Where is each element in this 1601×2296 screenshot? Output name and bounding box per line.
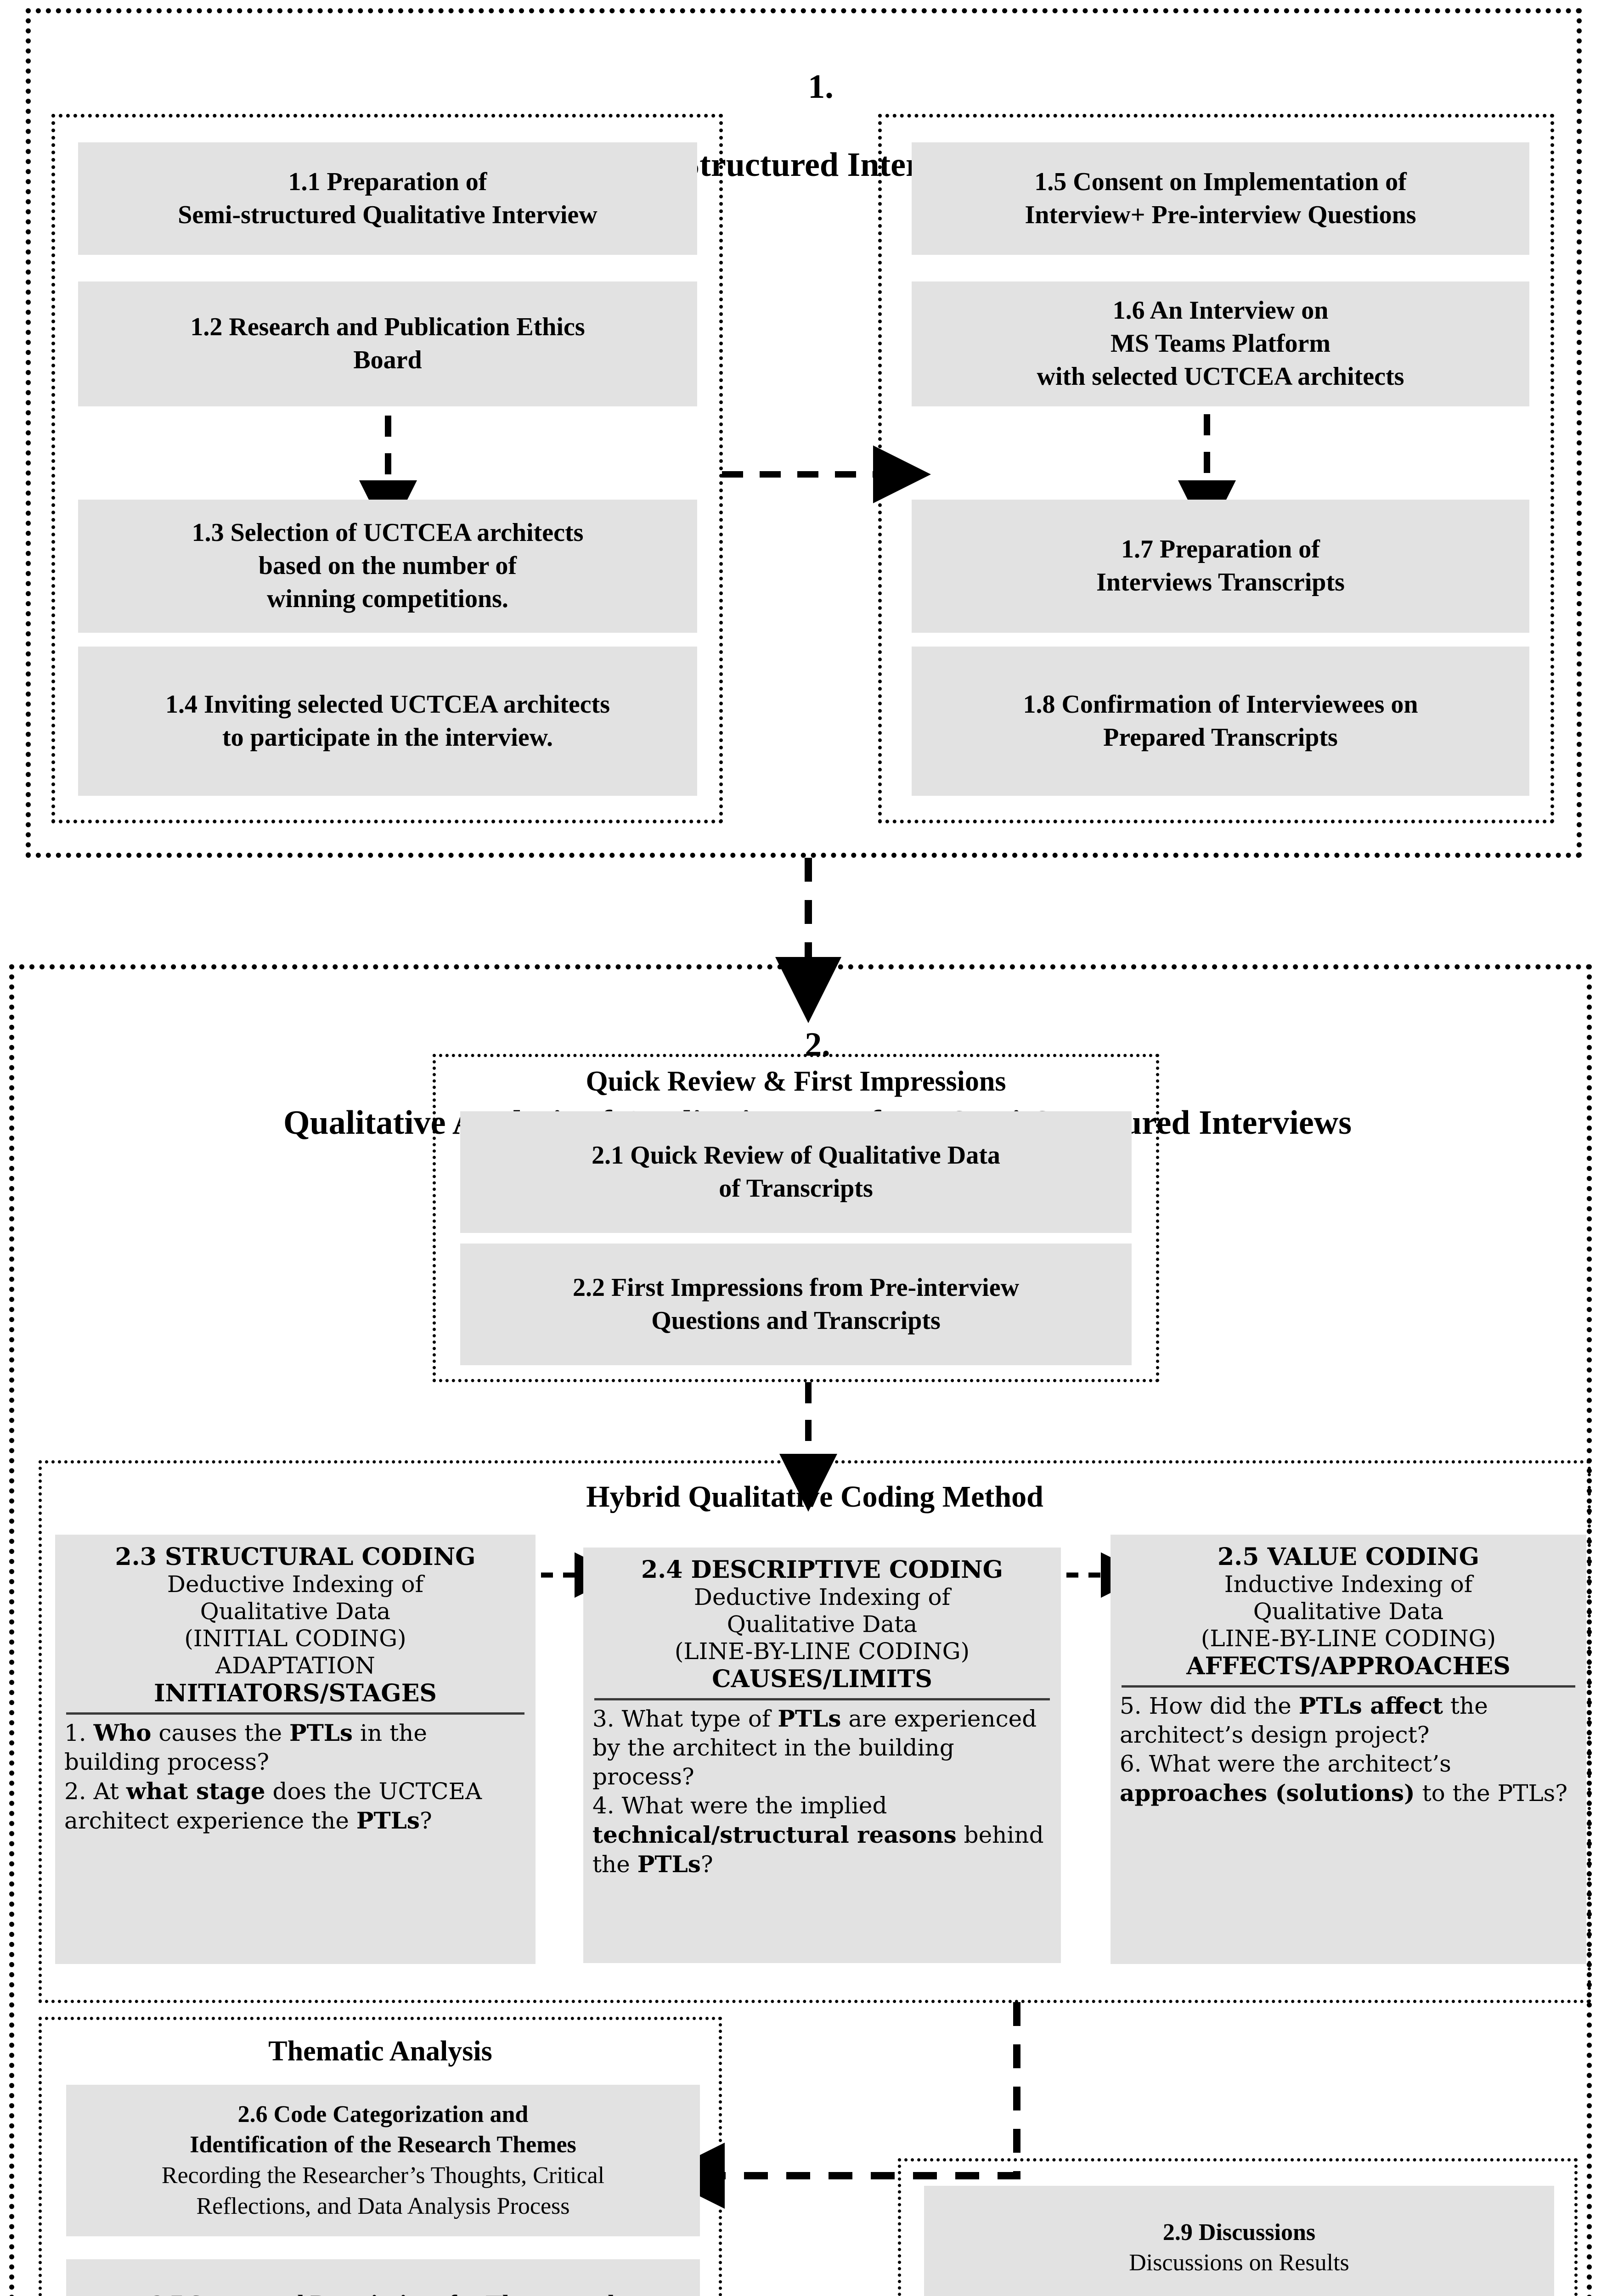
step-1-3-line-1: 1.3 Selection of UCTCEA architects	[192, 518, 584, 547]
step-1-7-line-1: 1.7 Preparation of	[1121, 535, 1320, 564]
step-2-1-line-2: of Transcripts	[719, 1174, 873, 1203]
step-2-6-plain-1: Recording the Researcher’s Thoughts, Cri…	[161, 2162, 605, 2189]
step-1-6-line-3: with selected UCTCEA architects	[1037, 362, 1404, 391]
step-2-9-bold-1: 2.9 Discussions	[1162, 2219, 1316, 2245]
step-1-5-line-2: Interview+ Pre-interview Questions	[1025, 200, 1416, 229]
step-1-1-line-1: 1.1 Preparation of	[288, 167, 487, 196]
coding-2-3-question-2: 2. At what stage does the UCTCEA archite…	[64, 1777, 482, 1834]
thematic-analysis-group-title: Thematic Analysis	[268, 2036, 492, 2067]
step-1-8-line-2: Prepared Transcripts	[1103, 723, 1338, 752]
step-box-1-3: 1.3 Selection of UCTCEA architects based…	[78, 500, 697, 633]
coding-2-4-question-1: 3. What type of PTLs are experienced by …	[592, 1705, 1037, 1790]
step-box-1-7: 1.7 Preparation of Interviews Transcript…	[912, 500, 1529, 633]
step-box-1-2: 1.2 Research and Publication Ethics Boar…	[78, 281, 697, 406]
thematic-analysis-group-frame	[39, 2017, 722, 2296]
step-1-3-line-2: based on the number of	[258, 551, 517, 580]
coding-2-3-question-1: 1. Who causes the PTLs in the building p…	[64, 1719, 427, 1775]
coding-2-3-sub-4: ADAPTATION	[215, 1652, 375, 1679]
step-2-1-line-1: 2.1 Quick Review of Qualitative Data	[592, 1141, 1000, 1170]
step-1-3-line-3: winning competitions.	[267, 584, 508, 613]
coding-box-2-3: 2.3 STRUCTURAL CODING Deductive Indexing…	[55, 1535, 536, 1964]
coding-2-4-sub-3: (LINE-BY-LINE CODING)	[674, 1638, 970, 1665]
section-1-right-frame	[878, 114, 1554, 823]
step-box-2-6: 2.6 Code Categorization and Identificati…	[66, 2085, 700, 2236]
step-2-2-line-2: Questions and Transcripts	[651, 1306, 941, 1335]
coding-2-3-head: 2.3 STRUCTURAL CODING	[115, 1543, 476, 1571]
step-1-8-line-1: 1.8 Confirmation of Interviewees on	[1023, 690, 1418, 719]
step-2-6-bold-1: 2.6 Code Categorization and	[237, 2101, 529, 2127]
step-box-2-2: 2.2 First Impressions from Pre-interview…	[460, 1244, 1132, 1365]
hybrid-coding-group-title: Hybrid Qualitative Coding Method	[586, 1480, 1043, 1514]
step-box-1-6: 1.6 An Interview on MS Teams Platform wi…	[912, 281, 1529, 406]
coding-2-4-divider	[594, 1698, 1050, 1700]
coding-2-3-divider	[66, 1712, 524, 1715]
coding-2-5-sub-1: Inductive Indexing of	[1224, 1571, 1473, 1598]
step-2-6-bold-2: Identification of the Research Themes	[190, 2132, 576, 2158]
step-1-4-line-1: 1.4 Inviting selected UCTCEA architects	[165, 690, 610, 719]
coding-2-4-head: 2.4 DESCRIPTIVE CODING	[641, 1556, 1003, 1584]
step-1-1-line-2: Semi-structured Qualitative Interview	[178, 200, 598, 229]
step-box-1-5: 1.5 Consent on Implementation of Intervi…	[912, 142, 1529, 255]
coding-2-4-sub-2: Qualitative Data	[727, 1611, 918, 1638]
discussions-group-frame	[898, 2158, 1578, 2296]
quick-review-group-frame	[433, 1054, 1159, 1382]
step-box-1-8: 1.8 Confirmation of Interviewees on Prep…	[912, 647, 1529, 796]
coding-2-5-divider	[1122, 1685, 1575, 1688]
step-box-2-9: 2.9 Discussions Discussions on Results S…	[924, 2186, 1554, 2296]
step-1-4-line-2: to participate in the interview.	[222, 723, 553, 752]
coding-2-5-emphasis: AFFECTS/APPROACHES	[1186, 1652, 1511, 1681]
coding-2-5-sub-2: Qualitative Data	[1253, 1598, 1444, 1625]
coding-box-2-4: 2.4 DESCRIPTIVE CODING Deductive Indexin…	[583, 1548, 1061, 1963]
step-2-9-plain-1: Discussions on Results	[1129, 2250, 1349, 2276]
coding-2-4-question-2: 4. What were the implied technical/struc…	[592, 1792, 1044, 1878]
section-1-left-frame	[51, 114, 723, 823]
step-1-6-line-1: 1.6 An Interview on	[1112, 296, 1329, 325]
coding-2-4-sub-1: Deductive Indexing of	[693, 1584, 951, 1611]
coding-2-3-emphasis: INITIATORS/STAGES	[154, 1679, 437, 1708]
step-1-6-line-2: MS Teams Platform	[1110, 329, 1331, 358]
step-box-2-1: 2.1 Quick Review of Qualitative Data of …	[460, 1111, 1132, 1233]
coding-box-2-5: 2.5 VALUE CODING Inductive Indexing of Q…	[1111, 1535, 1586, 1964]
coding-2-5-sub-3: (LINE-BY-LINE CODING)	[1201, 1625, 1496, 1652]
step-box-1-1: 1.1 Preparation of Semi-structured Quali…	[78, 142, 697, 255]
step-1-7-line-2: Interviews Transcripts	[1096, 568, 1345, 597]
coding-2-3-sub-1: Deductive Indexing of	[167, 1571, 424, 1598]
coding-2-5-question-2: 6. What were the architect’s approaches …	[1120, 1750, 1568, 1806]
step-2-7-bold-1: 2.7 Structured Descriptions for Themes a…	[152, 2288, 614, 2296]
step-1-2-line-1: 1.2 Research and Publication Ethics	[190, 313, 585, 342]
coding-2-3-sub-3: (INITIAL CODING)	[184, 1625, 406, 1652]
section-1-number: 1.	[808, 68, 834, 106]
coding-2-5-head: 2.5 VALUE CODING	[1217, 1543, 1480, 1571]
step-2-6-plain-2: Reflections, and Data Analysis Process	[196, 2193, 570, 2219]
quick-review-group-title: Quick Review & First Impressions	[586, 1066, 1006, 1097]
step-2-2-line-1: 2.2 First Impressions from Pre-interview	[572, 1273, 1020, 1302]
step-1-2-line-2: Board	[353, 346, 422, 374]
step-1-5-line-1: 1.5 Consent on Implementation of	[1034, 167, 1407, 196]
step-box-1-4: 1.4 Inviting selected UCTCEA architects …	[78, 647, 697, 796]
coding-2-5-question-1: 5. How did the PTLs affect the architect…	[1120, 1692, 1488, 1748]
coding-2-3-sub-2: Qualitative Data	[200, 1598, 391, 1625]
section-2-number: 2.	[805, 1026, 830, 1064]
hybrid-coding-group-frame	[39, 1460, 1591, 2003]
section-1-frame	[26, 8, 1582, 858]
coding-2-4-emphasis: CAUSES/LIMITS	[712, 1665, 932, 1694]
step-box-2-7: 2.7 Structured Descriptions for Themes a…	[66, 2259, 700, 2296]
